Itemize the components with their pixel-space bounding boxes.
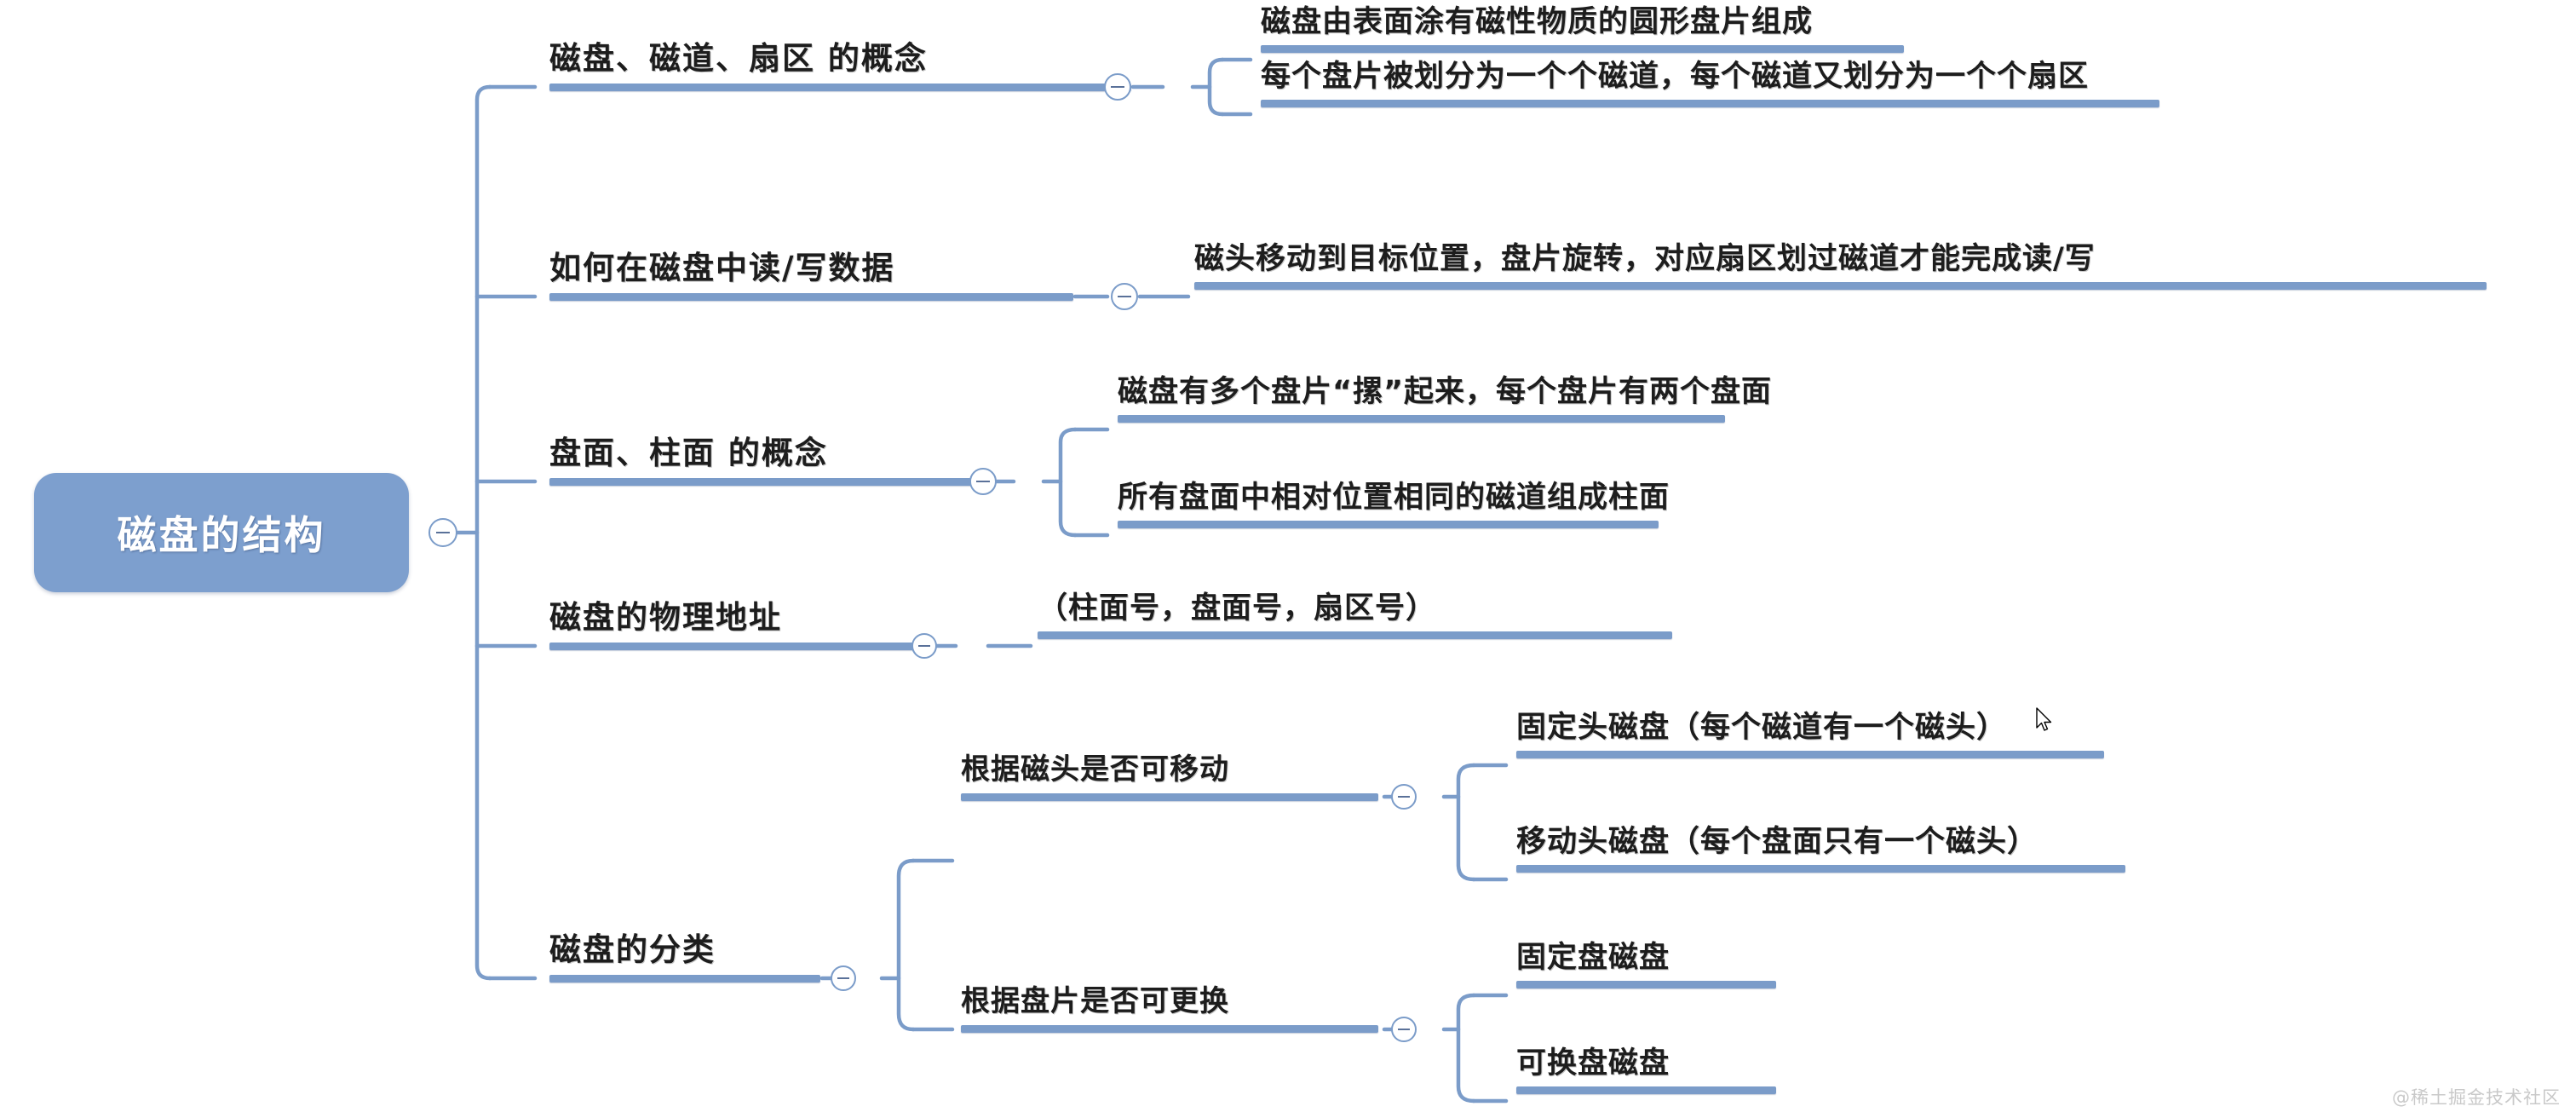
subbranch-5-2-collapse-toggle-icon[interactable] <box>1391 1017 1417 1042</box>
leaf-node-5-2-1[interactable]: 固定盘磁盘 <box>1516 942 1776 988</box>
leaf-node-5-2-1-bar <box>1516 980 1776 988</box>
leaf-node-5-1-1[interactable]: 固定头磁盘（每个磁道有一个磁头） <box>1516 712 2104 758</box>
leaf-node-1-2-label: 每个盘片被划分为一个个磁道，每个磁道又划分为一个个扇区 <box>1261 60 2090 94</box>
root-node-label: 磁盘的结构 <box>117 512 326 558</box>
root-collapse-toggle-icon[interactable] <box>428 518 457 547</box>
leaf-node-5-1-1-label: 固定头磁盘（每个磁道有一个磁头） <box>1516 711 2008 745</box>
leaf-node-5-1-2-bar <box>1516 864 2125 873</box>
leaf-node-5-1-2-label: 移动头磁盘（每个盘面只有一个磁头） <box>1516 825 2038 859</box>
branch-node-5-label: 磁盘的分类 <box>549 931 716 968</box>
branch-node-5[interactable]: 磁盘的分类 <box>549 931 820 983</box>
leaf-node-3-2-bar <box>1118 520 1659 528</box>
branch-node-3-label: 盘面、柱面 的概念 <box>549 435 828 471</box>
leaf-node-5-2-2-bar <box>1516 1086 1776 1094</box>
leaf-node-5-2-2-label: 可换盘磁盘 <box>1516 1046 1670 1081</box>
branch-2-collapse-toggle-icon[interactable] <box>1111 283 1138 310</box>
leaf-node-3-1[interactable]: 磁盘有多个盘片“摞”起来，每个盘片有两个盘面 <box>1118 377 1772 423</box>
branch-node-2-label: 如何在磁盘中读/写数据 <box>549 250 895 286</box>
branch-node-1-label: 磁盘、磁道、扇区 的概念 <box>549 40 928 77</box>
leaf-node-3-1-bar <box>1118 414 1725 423</box>
root-node[interactable]: 磁盘的结构 <box>34 473 409 592</box>
leaf-node-5-1-2[interactable]: 移动头磁盘（每个盘面只有一个磁头） <box>1516 827 2125 873</box>
subbranch-5-1-collapse-toggle-icon[interactable] <box>1391 784 1417 810</box>
leaf-node-5-1-1-bar <box>1516 750 2104 758</box>
branch-node-4-label: 磁盘的物理地址 <box>549 599 782 636</box>
subbranch-node-5-1-bar <box>961 792 1378 801</box>
branch-node-3[interactable]: 盘面、柱面 的概念 <box>549 435 982 486</box>
branch-5-collapse-toggle-icon[interactable] <box>831 965 856 991</box>
branch-node-5-bar <box>549 974 820 983</box>
watermark: @稀土掘金技术社区 <box>2392 1087 2561 1108</box>
leaf-node-1-2[interactable]: 每个盘片被划分为一个个磁道，每个磁道又划分为一个个扇区 <box>1261 61 2159 107</box>
branch-node-4[interactable]: 磁盘的物理地址 <box>549 599 923 650</box>
branch-node-2[interactable]: 如何在磁盘中读/写数据 <box>549 250 1073 301</box>
leaf-node-4-1-label: （柱面号，盘面号，扇区号） <box>1038 591 1437 625</box>
leaf-node-1-1[interactable]: 磁盘由表面涂有磁性物质的圆形盘片组成 <box>1261 7 1904 53</box>
branch-node-1-bar <box>549 83 1131 91</box>
leaf-node-2-1[interactable]: 磁头移动到目标位置，盘片旋转，对应扇区划过磁道才能完成读/写 <box>1194 244 2487 290</box>
leaf-node-4-1-bar <box>1038 631 1672 639</box>
subbranch-node-5-2-label: 根据盘片是否可更换 <box>961 984 1229 1018</box>
branch-node-3-bar <box>549 477 982 486</box>
leaf-node-1-2-bar <box>1261 99 2159 107</box>
subbranch-node-5-2-bar <box>961 1024 1378 1033</box>
leaf-node-3-1-label: 磁盘有多个盘片“摞”起来，每个盘片有两个盘面 <box>1118 375 1773 409</box>
subbranch-node-5-1[interactable]: 根据磁头是否可移动 <box>961 752 1378 801</box>
branch-1-collapse-toggle-icon[interactable] <box>1104 73 1131 101</box>
leaf-node-3-2-label: 所有盘面中相对位置相同的磁道组成柱面 <box>1118 481 1670 515</box>
leaf-node-4-1[interactable]: （柱面号，盘面号，扇区号） <box>1038 593 1672 639</box>
branch-node-2-bar <box>549 292 1073 301</box>
leaf-node-1-1-label: 磁盘由表面涂有磁性物质的圆形盘片组成 <box>1261 5 1814 39</box>
branch-node-1[interactable]: 磁盘、磁道、扇区 的概念 <box>549 40 1131 91</box>
leaf-node-2-1-label: 磁头移动到目标位置，盘片旋转，对应扇区划过磁道才能完成读/写 <box>1194 242 2096 276</box>
leaf-node-2-1-bar <box>1194 281 2487 290</box>
subbranch-node-5-2[interactable]: 根据盘片是否可更换 <box>961 984 1378 1033</box>
leaf-node-5-2-2[interactable]: 可换盘磁盘 <box>1516 1048 1776 1094</box>
leaf-node-3-2[interactable]: 所有盘面中相对位置相同的磁道组成柱面 <box>1118 482 1670 528</box>
leaf-node-1-1-bar <box>1261 44 1904 53</box>
branch-4-collapse-toggle-icon[interactable] <box>911 633 937 659</box>
subbranch-node-5-1-label: 根据磁头是否可移动 <box>961 752 1229 787</box>
branch-3-collapse-toggle-icon[interactable] <box>969 468 997 495</box>
branch-node-4-bar <box>549 642 923 650</box>
leaf-node-5-2-1-label: 固定盘磁盘 <box>1516 941 1670 975</box>
